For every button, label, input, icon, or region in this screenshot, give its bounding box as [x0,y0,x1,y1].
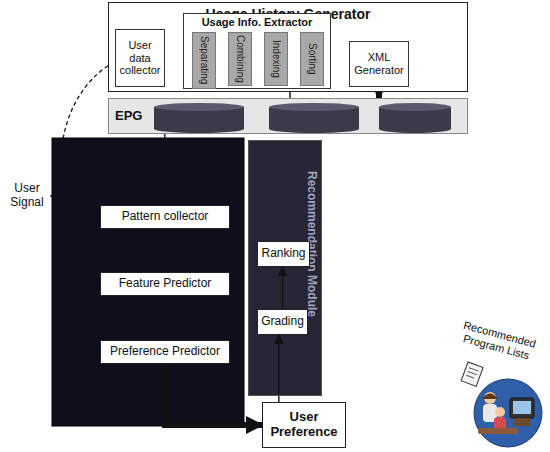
process-box: XML Generator [349,41,409,87]
box-title: EPG [115,109,142,124]
recommendation-module: Recommendation ModuleRankingGrading [248,140,322,396]
connector-arrow [282,267,283,309]
process-box: Ranking [257,241,310,267]
stage-box: Sorting [300,32,324,86]
box-label: Indexing [270,40,282,78]
connector-arrow [278,335,279,402]
process-box: Preference Predictor [100,340,230,364]
box-label: User Preference [265,410,343,440]
database-cylinder [269,103,359,133]
connector-arrow [164,134,165,205]
module-ground [248,140,322,396]
box-label: Grading [261,315,304,329]
process-box: User data collector [115,29,165,87]
database-cylinder [154,103,244,133]
process-box: Grading [257,309,308,335]
output-box: User Preference [262,402,346,448]
database-cylinder [379,103,451,133]
epg-band: EPG [108,98,468,134]
output-note: Recommended Program Lists [450,317,545,365]
generator-panel: Usage History GeneratorUser data collect… [108,2,468,92]
box-label: Feature Predictor [119,277,212,291]
process-box: Pattern collector [100,205,230,229]
box-label: User data collector [118,39,162,77]
box-label: Preference Predictor [110,345,220,359]
box-label: Combining [234,35,246,83]
process-box: Feature Predictor [100,272,230,296]
box-label: Ranking [261,247,305,261]
box-label: Separating [198,36,210,84]
epg-databases [109,99,469,135]
document-icon [461,362,483,386]
box-label: Pattern collector [122,210,209,224]
extractor-box: Usage Info. ExtractorSeparating Combining… [183,13,331,89]
stage-box: Separating [192,32,216,89]
stage-box: Indexing [264,32,288,86]
tv-family-illustration [474,379,542,447]
predictor-panel [52,138,244,426]
box-label: XML Generator [352,51,406,76]
stage-box: Combining [228,32,252,86]
signal-label: User Signal [4,182,50,210]
box-label: Sorting [306,43,318,75]
box-title: Usage Info. Extractor [184,16,330,29]
